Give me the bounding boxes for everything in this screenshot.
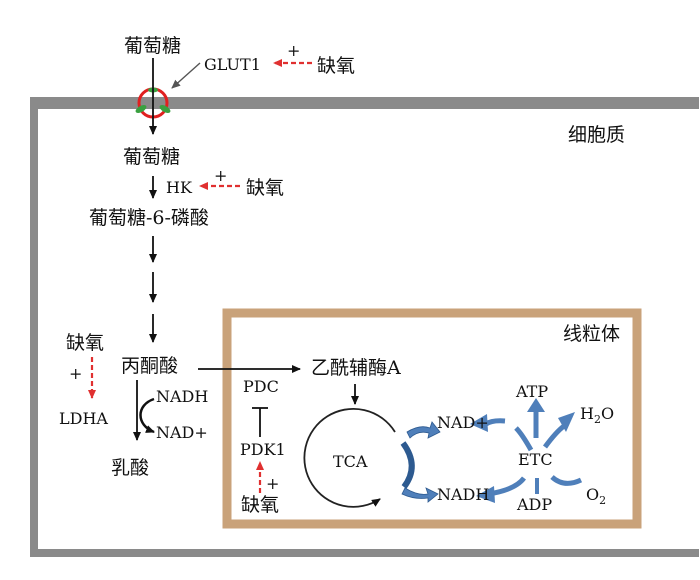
atp-label: ATP	[515, 382, 548, 401]
g6p-label: 葡萄糖-6-磷酸	[89, 207, 209, 229]
cytoplasm-label: 细胞质	[568, 124, 625, 146]
hk-plus-sign: +	[214, 166, 227, 185]
hypoxia-label-hk: 缺氧	[246, 177, 284, 199]
ldha-plus-sign: +	[69, 364, 82, 383]
glucose-extracellular-label: 葡萄糖	[124, 35, 181, 57]
nad-plus-label-etc: NAD+	[437, 413, 489, 432]
lactate-label: 乳酸	[111, 457, 149, 479]
acetyl-coa-label: 乙酰辅酶A	[311, 357, 401, 379]
tca-label: TCA	[333, 452, 368, 471]
hypoxia-label-ldha: 缺氧	[66, 332, 104, 354]
pdk1-label: PDK1	[240, 440, 286, 459]
nad-plus-label-ldha: NAD+	[156, 423, 208, 442]
nadh-label-ldha: NADH	[156, 387, 208, 406]
water-label: H2O	[580, 404, 614, 426]
curved-arrows-icon	[470, 398, 583, 503]
ldha-cofactor-arrow	[139, 397, 155, 434]
adp-label: ADP	[516, 495, 552, 514]
hypoxia-label-glut1: 缺氧	[317, 55, 355, 77]
tca-nadh-exchange-arrows	[400, 421, 441, 503]
mitochondria-label: 线粒体	[563, 323, 620, 345]
pdc-label: PDC	[243, 377, 279, 396]
glut1-plus-sign: +	[287, 41, 300, 60]
glucose-intracellular-label: 葡萄糖	[123, 146, 180, 168]
tca-cycle	[303, 408, 396, 508]
hypoxia-label-pdk1: 缺氧	[241, 494, 279, 516]
glut1-pointer-arrow	[171, 62, 201, 89]
oxygen-label: O2	[586, 485, 606, 507]
ldha-label: LDHA	[59, 409, 108, 428]
pdk1-inhibition-bar	[252, 407, 268, 437]
hk-label: HK	[166, 178, 193, 197]
glut1-label: GLUT1	[204, 55, 261, 74]
cell-membrane	[30, 97, 699, 557]
mitochondria-membrane	[222, 308, 642, 529]
pyruvate-label: 丙酮酸	[121, 355, 178, 377]
pdk1-plus-sign: +	[266, 474, 279, 493]
etc-label: ETC	[518, 450, 553, 469]
nadh-label-etc: NADH	[437, 485, 489, 504]
